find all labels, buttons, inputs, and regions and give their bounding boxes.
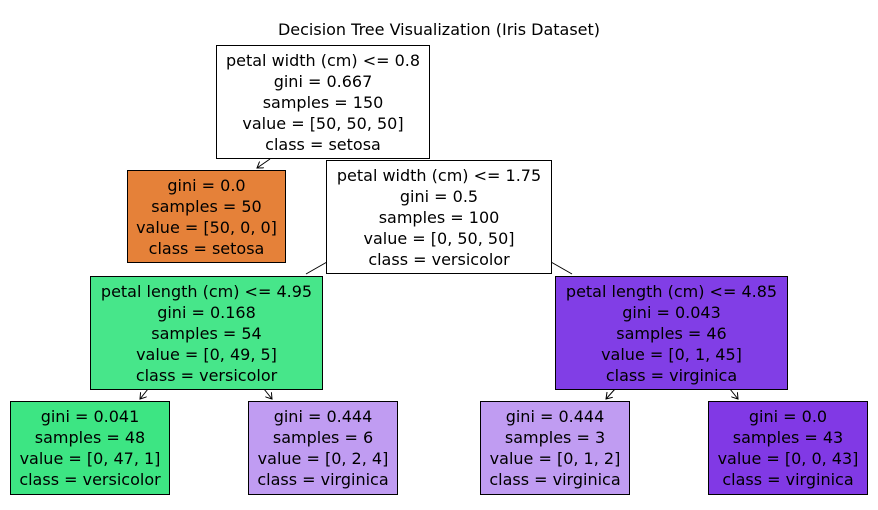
node-samples: samples = 50 (151, 196, 262, 216)
node-class: class = versicolor (135, 365, 278, 385)
node-gini: gini = 0.041 (40, 407, 140, 426)
node-value: value = [0, 1, 2] (489, 449, 621, 468)
node-gini: gini = 0.5 (399, 186, 479, 206)
node-value: value = [0, 0, 43] (717, 449, 859, 468)
tree-node-virginica-leaf-b: gini = 0.444 samples = 3 value = [0, 1, … (480, 401, 630, 495)
node-gini: gini = 0.667 (273, 71, 373, 91)
node-split-rule: petal width (cm) <= 1.75 (336, 165, 542, 185)
node-value: value = [50, 0, 0] (136, 217, 277, 237)
tree-node-versicolor-leaf: gini = 0.041 samples = 48 value = [0, 47… (10, 401, 170, 495)
node-samples: samples = 100 (378, 207, 500, 227)
tree-node-virginica-pure-leaf: gini = 0.0 samples = 43 value = [0, 0, 4… (708, 401, 868, 495)
node-samples: samples = 54 (151, 323, 262, 343)
node-gini: gini = 0.0 (748, 407, 828, 426)
tree-node-virginica-leaf-a: gini = 0.444 samples = 6 value = [0, 2, … (248, 401, 398, 495)
tree-node-virginica-split: petal length (cm) <= 4.85 gini = 0.043 s… (555, 276, 788, 390)
edge-n2-n4 (550, 261, 573, 275)
tree-node-root: petal width (cm) <= 0.8 gini = 0.667 sam… (216, 45, 430, 159)
node-value: value = [0, 1, 45] (601, 344, 742, 364)
tree-node-petal-width-split: petal width (cm) <= 1.75 gini = 0.5 samp… (326, 160, 552, 274)
node-value: value = [0, 2, 4] (257, 449, 389, 468)
node-class: class = virginica (605, 365, 738, 385)
edge-n2-n3 (305, 261, 328, 275)
edge-root-n1 (257, 158, 271, 168)
node-samples: samples = 150 (262, 92, 384, 112)
node-class: class = virginica (489, 470, 621, 489)
node-samples: samples = 48 (34, 428, 146, 447)
node-class: class = versicolor (368, 249, 510, 269)
node-samples: samples = 46 (616, 323, 727, 343)
node-value: value = [50, 50, 50] (242, 113, 404, 133)
node-gini: gini = 0.043 (622, 302, 721, 322)
node-split-rule: petal width (cm) <= 0.8 (225, 50, 421, 70)
tree-node-setosa-leaf: gini = 0.0 samples = 50 value = [50, 0, … (127, 170, 286, 263)
node-value: value = [0, 47, 1] (19, 449, 161, 468)
node-class: class = virginica (722, 470, 854, 489)
tree-node-versicolor-split: petal length (cm) <= 4.95 gini = 0.168 s… (90, 276, 323, 390)
node-samples: samples = 6 (272, 428, 374, 447)
node-class: class = versicolor (19, 470, 161, 489)
node-split-rule: petal length (cm) <= 4.95 (100, 281, 313, 301)
node-split-rule: petal length (cm) <= 4.85 (565, 281, 778, 301)
edge-n4-n7 (606, 388, 616, 399)
edge-n3-n6 (263, 388, 272, 399)
node-class: class = virginica (257, 470, 389, 489)
diagram-title: Decision Tree Visualization (Iris Datase… (277, 20, 601, 39)
node-samples: samples = 3 (504, 428, 606, 447)
node-class: class = setosa (148, 238, 265, 258)
node-gini: gini = 0.444 (505, 407, 605, 426)
edge-n4-n8 (729, 388, 738, 399)
node-gini: gini = 0.168 (157, 302, 256, 322)
edge-n3-n5 (140, 388, 149, 399)
node-value: value = [0, 49, 5] (136, 344, 277, 364)
node-value: value = [0, 50, 50] (363, 228, 515, 248)
node-gini: gini = 0.444 (273, 407, 373, 426)
node-class: class = setosa (265, 134, 381, 154)
node-samples: samples = 43 (732, 428, 844, 447)
node-gini: gini = 0.0 (167, 175, 246, 195)
